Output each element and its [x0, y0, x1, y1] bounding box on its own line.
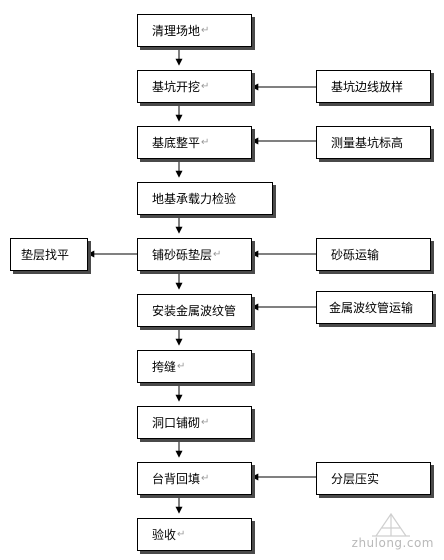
step-install-pipe: 安装金属波纹管 [137, 294, 252, 327]
step-label: 清理场地 [152, 24, 201, 38]
step-excavate-pit: 基坑开挖↵ [137, 70, 252, 103]
input-label: 测量基坑标高 [331, 136, 404, 150]
paragraph-mark: ↵ [177, 529, 186, 540]
step-label: 挎缝 [152, 360, 177, 374]
paragraph-mark: ↵ [213, 249, 222, 260]
step-backfill: 台背回填↵ [137, 462, 252, 495]
paragraph-mark: ↵ [201, 417, 210, 428]
output-cushion-leveling: 垫层找平 [10, 238, 88, 271]
step-label: 台背回填 [152, 472, 201, 486]
input-measure-elevation: 测量基坑标高 [316, 126, 431, 159]
watermark-text: zhulong.com [351, 536, 434, 550]
input-label: 砂砾运输 [331, 248, 380, 262]
input-layered-compaction: 分层压实 [316, 462, 431, 495]
input-pipe-transport: 金属波纹管运输 [316, 291, 433, 324]
step-label: 基底整平 [152, 136, 201, 150]
input-pit-layout: 基坑边线放样 [316, 70, 431, 103]
input-label: 金属波纹管运输 [329, 301, 414, 315]
step-clear-site: 清理场地↵ [137, 14, 252, 47]
input-label: 基坑边线放样 [331, 80, 404, 94]
step-label: 铺砂砾垫层 [152, 248, 213, 262]
step-joint-seam: 挎缝↵ [137, 350, 252, 383]
step-label: 验收 [152, 528, 177, 542]
step-level-base: 基底整平↵ [137, 126, 252, 159]
input-label: 分层压实 [331, 472, 380, 486]
step-label: 地基承载力检验 [152, 192, 237, 206]
step-bearing-test: 地基承载力检验 [137, 182, 273, 215]
step-label: 安装金属波纹管 [152, 304, 237, 318]
paragraph-mark: ↵ [201, 137, 210, 148]
paragraph-mark: ↵ [177, 361, 186, 372]
step-gravel-cushion: 铺砂砾垫层↵ [137, 238, 252, 271]
step-label: 洞口铺砌 [152, 416, 201, 430]
output-label: 垫层找平 [21, 248, 70, 262]
step-label: 基坑开挖 [152, 80, 201, 94]
paragraph-mark: ↵ [201, 25, 210, 36]
step-opening-paving: 洞口铺砌↵ [137, 406, 252, 439]
input-gravel-transport: 砂砾运输 [316, 238, 431, 271]
paragraph-mark: ↵ [201, 473, 210, 484]
paragraph-mark: ↵ [201, 81, 210, 92]
step-acceptance: 验收↵ [137, 518, 252, 551]
